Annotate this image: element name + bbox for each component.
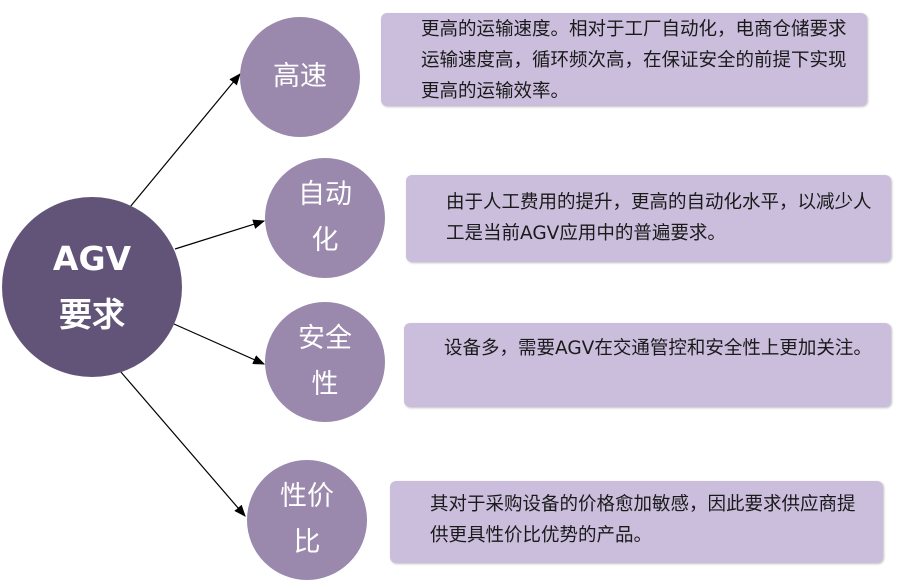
- arrow-to-automation: [174, 219, 266, 250]
- description-text: 设备多，需要AGV在交通管控和安全性上更加关注。: [444, 338, 872, 359]
- node-label: 高速: [273, 61, 327, 92]
- node-safety: 安全性: [265, 302, 385, 422]
- description-automation: 由于人工费用的提升，更高的自动化水平，以减少人工是当前AGV应用中的普遍要求。: [406, 175, 891, 262]
- center-title-line2: 要求: [58, 295, 125, 334]
- node-label: 性价比: [280, 481, 334, 558]
- description-safety: 设备多，需要AGV在交通管控和安全性上更加关注。: [404, 323, 891, 407]
- description-cost-performance: 其对于采购设备的价格愈加敏感，因此要求供应商提供更具性价比优势的产品。: [390, 481, 883, 563]
- node-label: 安全性: [298, 323, 352, 400]
- arrow-to-safety: [173, 323, 266, 365]
- agv-requirements-node: AGV 要求: [2, 197, 182, 377]
- node-speed: 高速: [240, 17, 360, 137]
- arrow-to-speed: [129, 73, 241, 208]
- node-label: 自动化: [298, 179, 352, 256]
- description-text: 由于人工费用的提升，更高的自动化水平，以减少人工是当前AGV应用中的普遍要求。: [446, 192, 872, 244]
- description-speed: 更高的运输速度。相对于工厂自动化，电商仓储要求运输速度高，循环频次高，在保证安全…: [381, 13, 867, 106]
- node-automation: 自动化: [265, 158, 385, 278]
- arrow-to-cost: [113, 363, 246, 517]
- node-cost-performance: 性价比: [247, 460, 367, 580]
- description-text: 其对于采购设备的价格愈加敏感，因此要求供应商提供更具性价比优势的产品。: [430, 494, 856, 546]
- center-title-line1: AGV: [52, 239, 132, 278]
- description-text: 更高的运输速度。相对于工厂自动化，电商仓储要求运输速度高，循环频次高，在保证安全…: [421, 19, 847, 102]
